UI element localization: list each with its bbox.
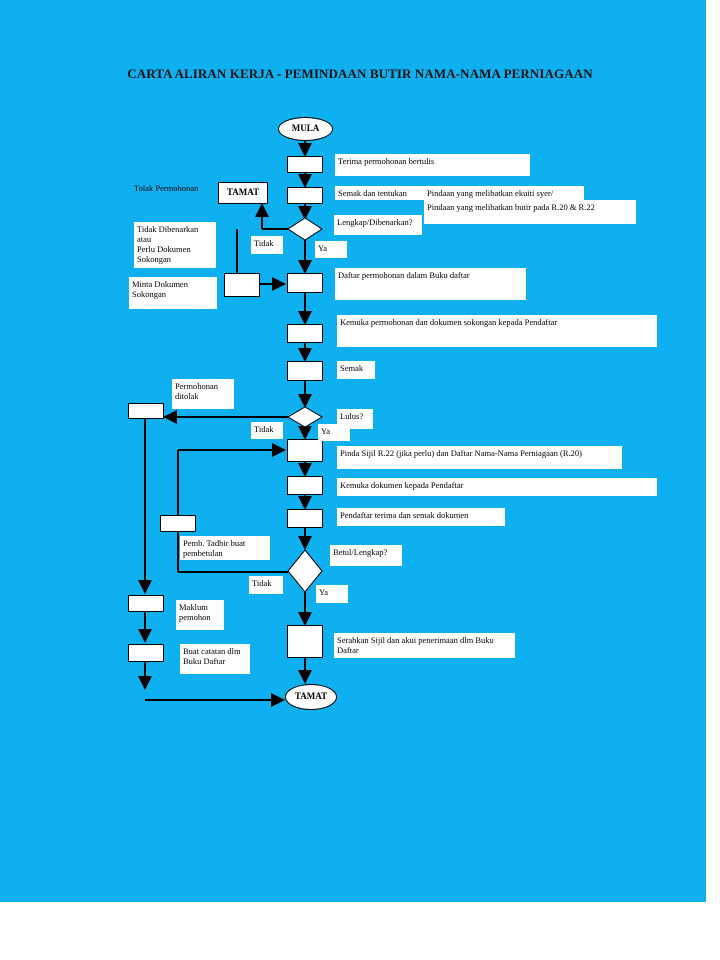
- label-registrar-check: Pendaftar terima dan semak dokumen: [337, 508, 505, 526]
- label-decision-correct: Betul/Lengkap?: [330, 545, 402, 566]
- process-check: [287, 187, 323, 204]
- label-correction: Pemb. Tadbir buat pembetulan: [180, 536, 270, 560]
- label-yes-1: Ya: [315, 241, 347, 258]
- label-rejected: Permohonan ditolak: [172, 379, 234, 409]
- label-submit-docs: Kemuka dokumen kepada Pendaftar: [337, 478, 657, 496]
- process-receive: [287, 156, 323, 173]
- process-correction: [160, 515, 196, 532]
- label-inform: Maklum pemohon: [176, 600, 224, 630]
- decision-correct-diamond: [287, 549, 323, 593]
- label-decision-complete: Lengkap/Dibenarkan?: [334, 215, 422, 235]
- process-submit-docs: [287, 476, 323, 495]
- process-request-docs: [224, 273, 260, 297]
- left-end-terminal: TAMAT: [218, 182, 268, 204]
- process-record: [128, 644, 164, 662]
- start-terminal: MULA: [278, 117, 333, 141]
- label-review: Semak: [337, 361, 375, 379]
- label-check-note-2: Pindaan yang melibatkan butir pada R.20 …: [424, 200, 636, 224]
- label-no-1: Tidak: [251, 236, 283, 254]
- process-register: [287, 273, 323, 293]
- process-rejected: [128, 403, 164, 419]
- page-title: CARTA ALIRAN KERJA - PEMINDAAN BUTIR NAM…: [127, 66, 593, 81]
- process-inform: [128, 595, 164, 612]
- label-yes-2: Ya: [318, 424, 350, 441]
- label-no-3: Tidak: [249, 576, 283, 594]
- label-no-2: Tidak: [251, 422, 283, 439]
- label-yes-3: Ya: [316, 585, 348, 603]
- label-amend: Pinda Sijil R.22 (jika perlu) dan Daftar…: [337, 446, 622, 469]
- label-not-allowed: Tidak Dibenarkan atau Perlu Dokumen Soko…: [134, 222, 216, 268]
- label-record: Buat catatan dlm Buku Daftar: [180, 644, 250, 674]
- label-request-docs: Minta Dokumen Sokongan: [129, 277, 217, 309]
- process-amend: [287, 439, 323, 462]
- label-reject: Tolak Permohonan: [134, 183, 199, 193]
- end-terminal: TAMAT: [285, 684, 337, 710]
- label-hand-over: Serahkan Sijil dan akui penerimaan dlm B…: [334, 633, 515, 658]
- decision-approved-diamond: [287, 406, 323, 428]
- label-check-note-1: Pindaan yang melibatkan ekuiti syer/: [424, 186, 584, 200]
- label-submit: Kemuka permohonan dan dokumen sokongan k…: [337, 315, 657, 347]
- decision-complete-diamond: [287, 217, 323, 241]
- label-check: Semak dan tentukan: [335, 186, 425, 200]
- process-review: [287, 361, 323, 381]
- process-submit: [287, 324, 323, 343]
- process-hand-over: [287, 625, 323, 658]
- label-register: Daftar permohonan dalam Buku daftar: [335, 268, 526, 300]
- label-receive: Terima permohonan bertulis: [335, 154, 530, 176]
- process-registrar-check: [287, 509, 323, 528]
